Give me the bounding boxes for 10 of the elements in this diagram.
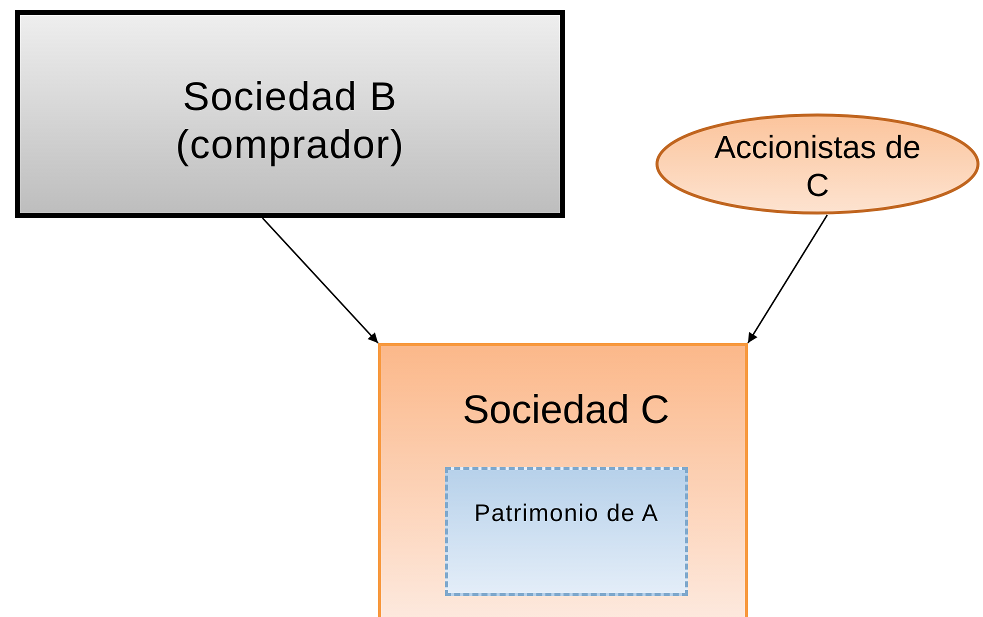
- node-label: Sociedad C: [462, 387, 670, 434]
- arrow: [747, 214, 828, 344]
- asset-box: [445, 467, 688, 596]
- shareholders-ellipse: [655, 113, 980, 215]
- node-label: Sociedad B (comprador): [174, 74, 406, 169]
- node-label: Patrimonio de A: [473, 500, 660, 529]
- node-label: Accionistas de C: [713, 128, 922, 205]
- company-box: [378, 343, 748, 617]
- arrow: [262, 217, 379, 344]
- company-box: [15, 10, 565, 218]
